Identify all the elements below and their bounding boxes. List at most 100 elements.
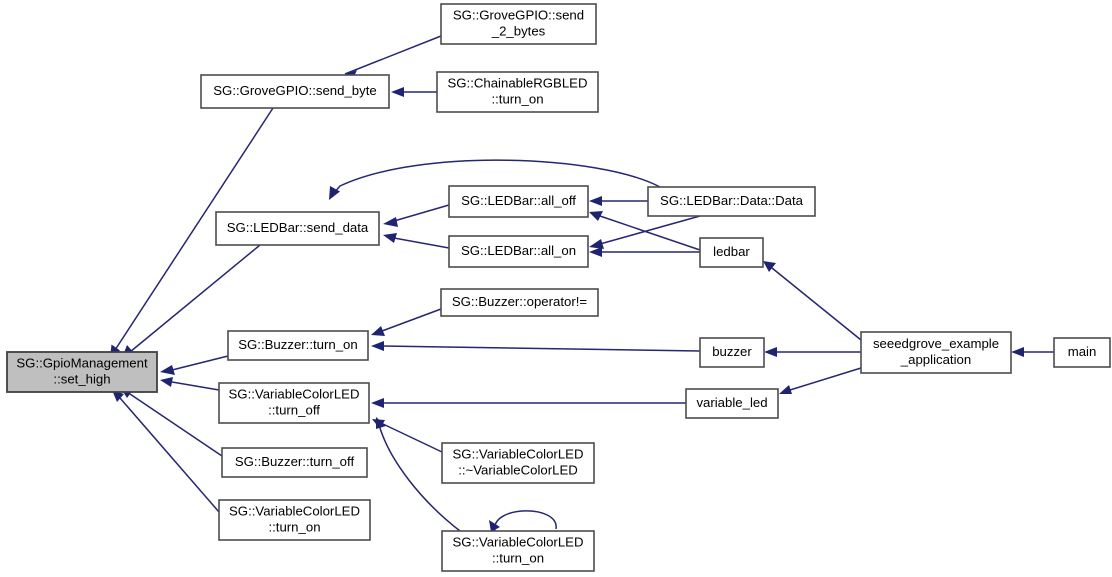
node-buzzer_op_ne[interactable]: SG::Buzzer::operator!= bbox=[440, 288, 599, 317]
node-ledbar[interactable]: ledbar bbox=[699, 237, 764, 268]
node-label-set_high: SG::GpioManagement bbox=[16, 355, 148, 370]
node-label-send_2_bytes: _2_bytes bbox=[491, 23, 546, 38]
node-label-vcl_turn_on: ::turn_on bbox=[492, 550, 544, 565]
node-box-send_data[interactable] bbox=[215, 211, 380, 246]
node-label-vcl_dtor: ::~VariableColorLED bbox=[458, 462, 578, 477]
node-label-vcl_turn_on_left: SG::VariableColorLED bbox=[229, 503, 360, 518]
edge-vcl_dtor-to-vcl_turn_off bbox=[382, 423, 443, 453]
node-label-variable_led: variable_led bbox=[696, 395, 767, 410]
node-box-vcl_turn_off[interactable] bbox=[218, 382, 370, 424]
node-box-data_data[interactable] bbox=[647, 186, 816, 217]
arrowhead-chainable_turn_on-to-send_byte bbox=[391, 87, 404, 97]
edge-vcl_turn_on_left-to-set_high bbox=[119, 397, 220, 513]
edges-layer bbox=[110, 35, 1054, 532]
node-box-all_on[interactable] bbox=[448, 235, 589, 268]
node-box-set_high[interactable] bbox=[6, 351, 158, 393]
edge-vcl_turn_on-to-vcl_turn_on_self bbox=[494, 510, 557, 532]
node-variable_led[interactable]: variable_led bbox=[685, 388, 779, 419]
arrowhead-vcl_turn_on-to-vcl_turn_on_self bbox=[489, 520, 500, 532]
node-box-send_byte[interactable] bbox=[200, 74, 390, 109]
node-label-set_high: ::set_high bbox=[53, 371, 110, 386]
arrowhead-buzzer-to-buzzer_turn_on bbox=[371, 341, 384, 351]
node-main[interactable]: main bbox=[1053, 337, 1111, 368]
edge-buzzer_op_ne-to-buzzer_turn_on bbox=[381, 308, 442, 332]
node-label-seeedgrove: seeedgrove_example bbox=[873, 336, 999, 351]
node-label-vcl_turn_off: ::turn_off bbox=[268, 402, 320, 417]
node-box-chainable_turn_on[interactable] bbox=[436, 71, 599, 113]
node-label-data_data: SG::LEDBar::Data::Data bbox=[660, 193, 804, 208]
node-vcl_turn_on[interactable]: SG::VariableColorLED::turn_on bbox=[441, 530, 595, 572]
edge-ledbar-to-all_off bbox=[599, 215, 701, 251]
node-label-ledbar: ledbar bbox=[713, 244, 750, 259]
edge-seeedgrove-to-ledbar bbox=[771, 267, 862, 341]
arrowhead-all_on-to-send_data bbox=[383, 233, 397, 243]
nodes-layer: SG::GpioManagement::set_high SG::GroveGPI… bbox=[6, 3, 1111, 572]
node-box-ledbar[interactable] bbox=[699, 237, 764, 268]
node-box-vcl_turn_on_left[interactable] bbox=[218, 499, 371, 541]
node-box-variable_led[interactable] bbox=[685, 388, 779, 419]
node-label-all_off: SG::LEDBar::all_off bbox=[461, 193, 576, 208]
node-send_2_bytes[interactable]: SG::GroveGPIO::send_2_bytes bbox=[440, 3, 597, 45]
arrowhead-seeedgrove-to-buzzer bbox=[764, 347, 777, 357]
node-set_high[interactable]: SG::GpioManagement::set_high bbox=[6, 351, 158, 393]
node-label-vcl_turn_off: SG::VariableColorLED bbox=[229, 386, 360, 401]
node-data_data[interactable]: SG::LEDBar::Data::Data bbox=[647, 186, 816, 217]
arrowhead-data_data-to-all_on bbox=[589, 239, 604, 249]
node-box-buzzer_op_ne[interactable] bbox=[440, 288, 599, 317]
node-label-chainable_turn_on: SG::ChainableRGBLED bbox=[447, 75, 587, 90]
node-label-vcl_turn_on_left: ::turn_on bbox=[268, 519, 320, 534]
arrowhead-buzzer_op_ne-to-buzzer_turn_on bbox=[371, 326, 385, 336]
edge-all_off-to-send_data bbox=[393, 204, 450, 222]
node-buzzer_turn_off[interactable]: SG::Buzzer::turn_off bbox=[221, 447, 368, 478]
arrowhead-vcl_turn_on_left-to-set_high bbox=[112, 390, 124, 402]
node-label-send_byte: SG::GroveGPIO::send_byte bbox=[213, 83, 376, 98]
node-vcl_turn_off[interactable]: SG::VariableColorLED::turn_off bbox=[218, 382, 370, 424]
node-send_data[interactable]: SG::LEDBar::send_data bbox=[215, 211, 380, 246]
node-box-seeedgrove[interactable] bbox=[860, 331, 1012, 374]
node-label-vcl_turn_on: SG::VariableColorLED bbox=[453, 534, 584, 549]
arrowhead-ledbar-to-all_on bbox=[589, 247, 602, 257]
node-box-vcl_dtor[interactable] bbox=[441, 442, 595, 484]
arrowhead-seeedgrove-to-variable_led bbox=[779, 385, 792, 394]
arrowhead-ledbar-to-all_off bbox=[589, 211, 603, 221]
node-box-buzzer_turn_off[interactable] bbox=[221, 447, 368, 478]
node-chainable_turn_on[interactable]: SG::ChainableRGBLED::turn_on bbox=[436, 71, 599, 113]
node-box-main[interactable] bbox=[1053, 337, 1111, 368]
node-label-seeedgrove: _application bbox=[900, 352, 971, 367]
arrowhead-vcl_turn_off-to-set_high bbox=[160, 377, 173, 387]
node-label-buzzer_turn_on: SG::Buzzer::turn_on bbox=[238, 337, 357, 352]
arrowhead-all_off-to-send_data bbox=[383, 217, 398, 227]
edge-data_data-to-send_data bbox=[332, 159, 661, 195]
arrowhead-data_data-to-all_off bbox=[589, 196, 602, 206]
edge-send_byte-to-set_high bbox=[114, 107, 274, 351]
node-box-all_off[interactable] bbox=[448, 185, 589, 218]
node-box-buzzer_turn_on[interactable] bbox=[227, 330, 369, 361]
node-send_byte[interactable]: SG::GroveGPIO::send_byte bbox=[200, 74, 390, 109]
node-label-buzzer_turn_off: SG::Buzzer::turn_off bbox=[235, 454, 355, 469]
edge-send_2_bytes-to-send_byte bbox=[344, 35, 442, 75]
node-vcl_dtor[interactable]: SG::VariableColorLED::~VariableColorLED bbox=[441, 442, 595, 484]
node-all_off[interactable]: SG::LEDBar::all_off bbox=[448, 185, 589, 218]
node-vcl_turn_on_left[interactable]: SG::VariableColorLED::turn_on bbox=[218, 499, 371, 541]
node-buzzer_turn_on[interactable]: SG::Buzzer::turn_on bbox=[227, 330, 369, 361]
node-box-send_2_bytes[interactable] bbox=[440, 3, 597, 45]
arrowhead-seeedgrove-to-ledbar bbox=[763, 261, 776, 272]
edge-buzzer_turn_off-to-set_high bbox=[129, 393, 223, 457]
node-box-vcl_turn_on[interactable] bbox=[441, 530, 595, 572]
node-label-buzzer_op_ne: SG::Buzzer::operator!= bbox=[452, 294, 588, 309]
node-all_on[interactable]: SG::LEDBar::all_on bbox=[448, 235, 589, 268]
node-seeedgrove[interactable]: seeedgrove_example_application bbox=[860, 331, 1012, 374]
edge-vcl_turn_on-to-vcl_turn_off bbox=[379, 427, 461, 532]
node-label-buzzer: buzzer bbox=[712, 344, 752, 359]
node-buzzer[interactable]: buzzer bbox=[699, 337, 765, 368]
node-label-send_2_bytes: SG::GroveGPIO::send bbox=[453, 7, 584, 22]
arrowhead-data_data-to-send_data bbox=[329, 186, 340, 200]
node-label-chainable_turn_on: ::turn_on bbox=[491, 91, 543, 106]
edge-buzzer-to-buzzer_turn_on bbox=[381, 345, 701, 352]
arrowhead-variable_led-to-vcl_turn_off bbox=[371, 398, 384, 408]
arrowhead-vcl_turn_on-to-vcl_turn_off bbox=[376, 417, 386, 429]
node-box-buzzer[interactable] bbox=[699, 337, 765, 368]
arrowhead-main-to-seeedgrove bbox=[1011, 347, 1024, 357]
